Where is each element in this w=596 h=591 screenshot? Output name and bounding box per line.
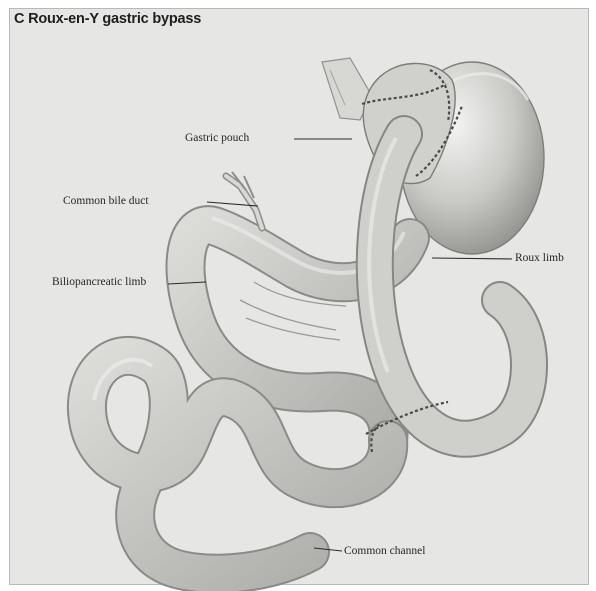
label-biliopancreatic-limb: Biliopancreatic limb: [52, 276, 172, 289]
label-gastric-pouch: Gastric pouch: [185, 132, 249, 145]
label-roux-limb: Roux limb: [515, 252, 564, 265]
leader-roux-limb: [432, 258, 512, 259]
figure-title: C Roux-en-Y gastric bypass: [14, 11, 201, 27]
label-common-bile-duct: Common bile duct: [63, 195, 149, 208]
label-common-channel: Common channel: [344, 545, 425, 558]
